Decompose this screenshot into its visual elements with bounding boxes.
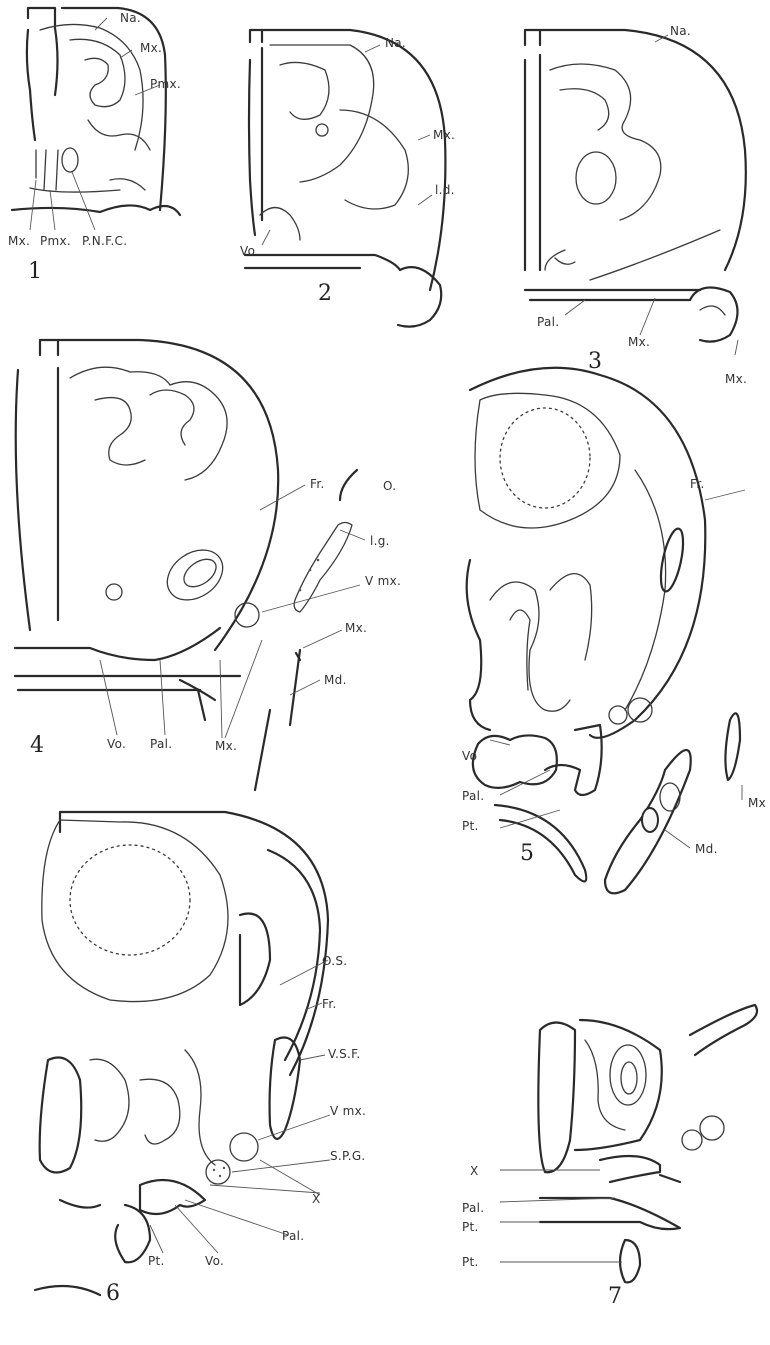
figure-5: Fr. Vo Pal. Pt. Md. Mx 5 [462, 368, 766, 894]
figure-7: X Pal. Pt. Pt. 7 [462, 1005, 757, 1309]
label-mx-b: Mx. [725, 372, 747, 386]
figure-number: 3 [588, 349, 602, 374]
label-mx-b: Mx. [215, 739, 237, 753]
figure-3: Na. Pal. Mx. Mx. 3 [525, 24, 747, 386]
label-mx-b: Mx. [8, 234, 30, 248]
label-fr: Fr. [310, 477, 325, 491]
label-pt: Pt. [148, 1254, 165, 1268]
label-mx: Mx. [140, 41, 162, 55]
label-pmx-b: Pmx. [40, 234, 71, 248]
label-x: X [470, 1164, 479, 1178]
label-vo: Vo. [107, 737, 126, 751]
label-na: Na. [670, 24, 691, 38]
figure-number: 1 [28, 259, 42, 284]
label-fr: Fr. [690, 477, 705, 491]
label-pal: Pal. [462, 789, 484, 803]
figure-number: 5 [520, 841, 534, 866]
label-vo: Vo [462, 749, 477, 763]
figure-number: 6 [106, 1281, 120, 1306]
figure-1: Na. Mx. Pmx. Mx. Pmx. P.N.F.C. 1 [8, 8, 181, 284]
figure-number: 7 [608, 1284, 622, 1309]
label-vsf: V.S.F. [328, 1047, 361, 1061]
label-pal: Pal. [537, 315, 559, 329]
figure-2: Na. Mx. l.d. Vo 2 [240, 30, 455, 327]
label-spg: S.P.G. [330, 1149, 366, 1163]
label-vmx: V mx. [365, 574, 401, 588]
label-mx: Mx. [345, 621, 367, 635]
label-pt: Pt. [462, 819, 479, 833]
label-ld: l.d. [435, 183, 455, 197]
label-lg: l.g. [370, 534, 390, 548]
label-vo: Vo [240, 244, 255, 258]
label-pmx: Pmx. [150, 77, 181, 91]
label-na: Na. [120, 11, 141, 25]
label-pnfc: P.N.F.C. [82, 234, 127, 248]
label-md: Md. [695, 842, 718, 856]
label-pal: Pal. [462, 1201, 484, 1215]
label-fr: Fr. [322, 997, 337, 1011]
label-pal: Pal. [282, 1229, 304, 1243]
figure-number: 2 [318, 281, 332, 306]
label-md: Md. [324, 673, 347, 687]
label-mx: Mx. [628, 335, 650, 349]
label-na: Na. [385, 36, 406, 50]
figure-4: Fr. O. l.g. V mx. Mx. Md. Vo. Pal. Mx. 4 [15, 340, 401, 790]
label-mx: Mx. [433, 128, 455, 142]
label-o: O. [383, 479, 396, 493]
label-mx: Mx [748, 796, 766, 810]
label-pal: Pal. [150, 737, 172, 751]
label-pt: Pt. [462, 1220, 479, 1234]
label-vmx: V mx. [330, 1104, 366, 1118]
label-vo: Vo. [205, 1254, 224, 1268]
figure-6: O.S. Fr. V.S.F. V mx. S.P.G. X Pal. Pt. … [35, 812, 366, 1306]
figure-number: 4 [30, 733, 44, 758]
label-pt-b: Pt. [462, 1255, 479, 1269]
label-os: O.S. [322, 954, 347, 968]
label-x: X [312, 1192, 321, 1206]
